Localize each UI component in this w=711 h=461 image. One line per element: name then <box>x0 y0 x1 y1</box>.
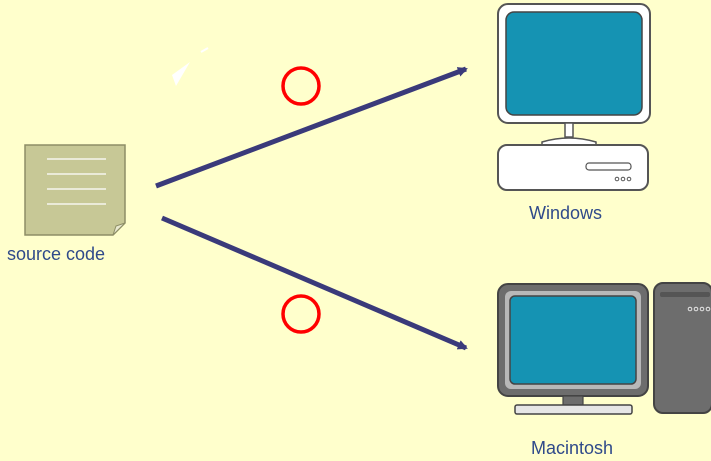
windows-label: Windows <box>529 203 603 223</box>
ok-mark-macintosh <box>281 294 321 334</box>
macintosh-label: Macintosh <box>531 438 614 458</box>
windows-pc-icon <box>497 3 651 191</box>
mac-computer-icon <box>497 282 711 415</box>
document-icon <box>24 144 126 236</box>
source-code-label: source code <box>7 244 106 264</box>
arrow-to-macintosh <box>161 215 468 351</box>
arrow-to-windows <box>155 66 468 189</box>
sparkle-icon <box>172 47 209 86</box>
ok-mark-windows <box>281 66 321 106</box>
